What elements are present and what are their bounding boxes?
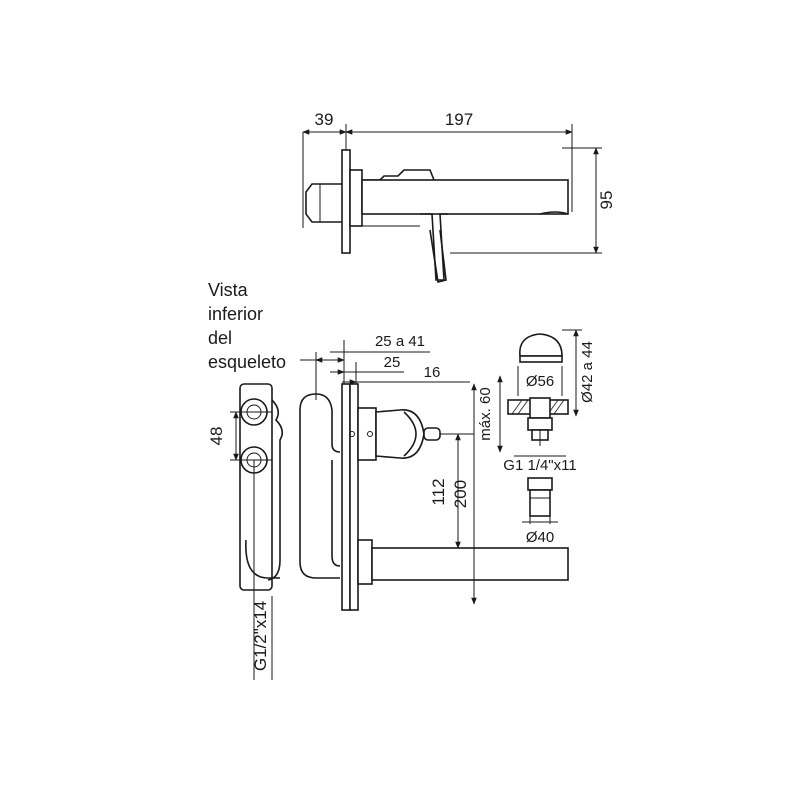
dim-48-label: 48 [207,427,226,446]
view-label-line-2: inferior [208,304,263,324]
dia-42-a-44-label: Ø42 a 44 [579,341,596,403]
dim-16-label: 16 [424,364,441,381]
section-view: 25 a 41 25 16 112 200 [299,333,569,611]
drain-valve-view: Ø56 Ø42 a 44 máx. 60 G1 1/4"x11 Ø40 [477,329,596,546]
dim-197-label: 197 [445,110,473,129]
view-label-line-3: del [208,328,232,348]
dia-56-label: Ø56 [526,373,554,390]
side-elevation-view: 39 197 95 [302,110,616,283]
dim-25-label: 25 [384,354,401,371]
dim-95-label: 95 [597,191,616,210]
view-label: Vista inferior del esqueleto [208,280,286,372]
dim-39-label: 39 [315,110,334,129]
dim-25-a-41-label: 25 a 41 [375,333,425,350]
view-label-line-1: Vista [208,280,249,300]
max-60-label: máx. 60 [477,387,494,440]
dim-112-label: 112 [429,478,448,505]
dia-40-label: Ø40 [526,529,554,546]
thread-drain-label: G1 1/4"x11 [503,457,576,474]
thread-body-label: G1/2"x14 [251,601,270,671]
skeleton-bottom-view: 48 G1/2"x14 [207,383,284,680]
view-label-line-4: esqueleto [208,352,286,372]
dim-200-label: 200 [451,480,470,508]
